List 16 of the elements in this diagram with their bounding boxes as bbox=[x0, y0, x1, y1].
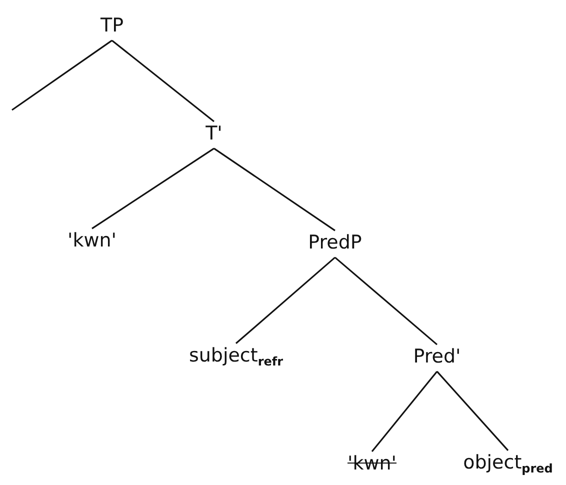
tree-node-label: T' bbox=[206, 124, 222, 144]
tree-branch bbox=[334, 256, 438, 346]
tree-node-label: 'kwn' bbox=[347, 454, 397, 474]
tree-branch bbox=[92, 148, 214, 230]
tree-node-label: 'kwn' bbox=[67, 230, 117, 252]
tree-branch bbox=[214, 148, 336, 232]
tree-node-label: TP bbox=[100, 16, 124, 36]
tree-branch bbox=[436, 370, 509, 451]
tree-node-label: object$_{pred}$ bbox=[463, 452, 553, 476]
tree-node-label: subject$_{refr}$ bbox=[188, 345, 284, 369]
tree-branch bbox=[371, 370, 438, 452]
tree-node-label: Pred' bbox=[413, 346, 461, 368]
tree-branch bbox=[235, 256, 336, 344]
tree-branch bbox=[12, 40, 112, 111]
tree-branch bbox=[112, 40, 214, 122]
tree-node-label: PredP bbox=[308, 232, 362, 254]
